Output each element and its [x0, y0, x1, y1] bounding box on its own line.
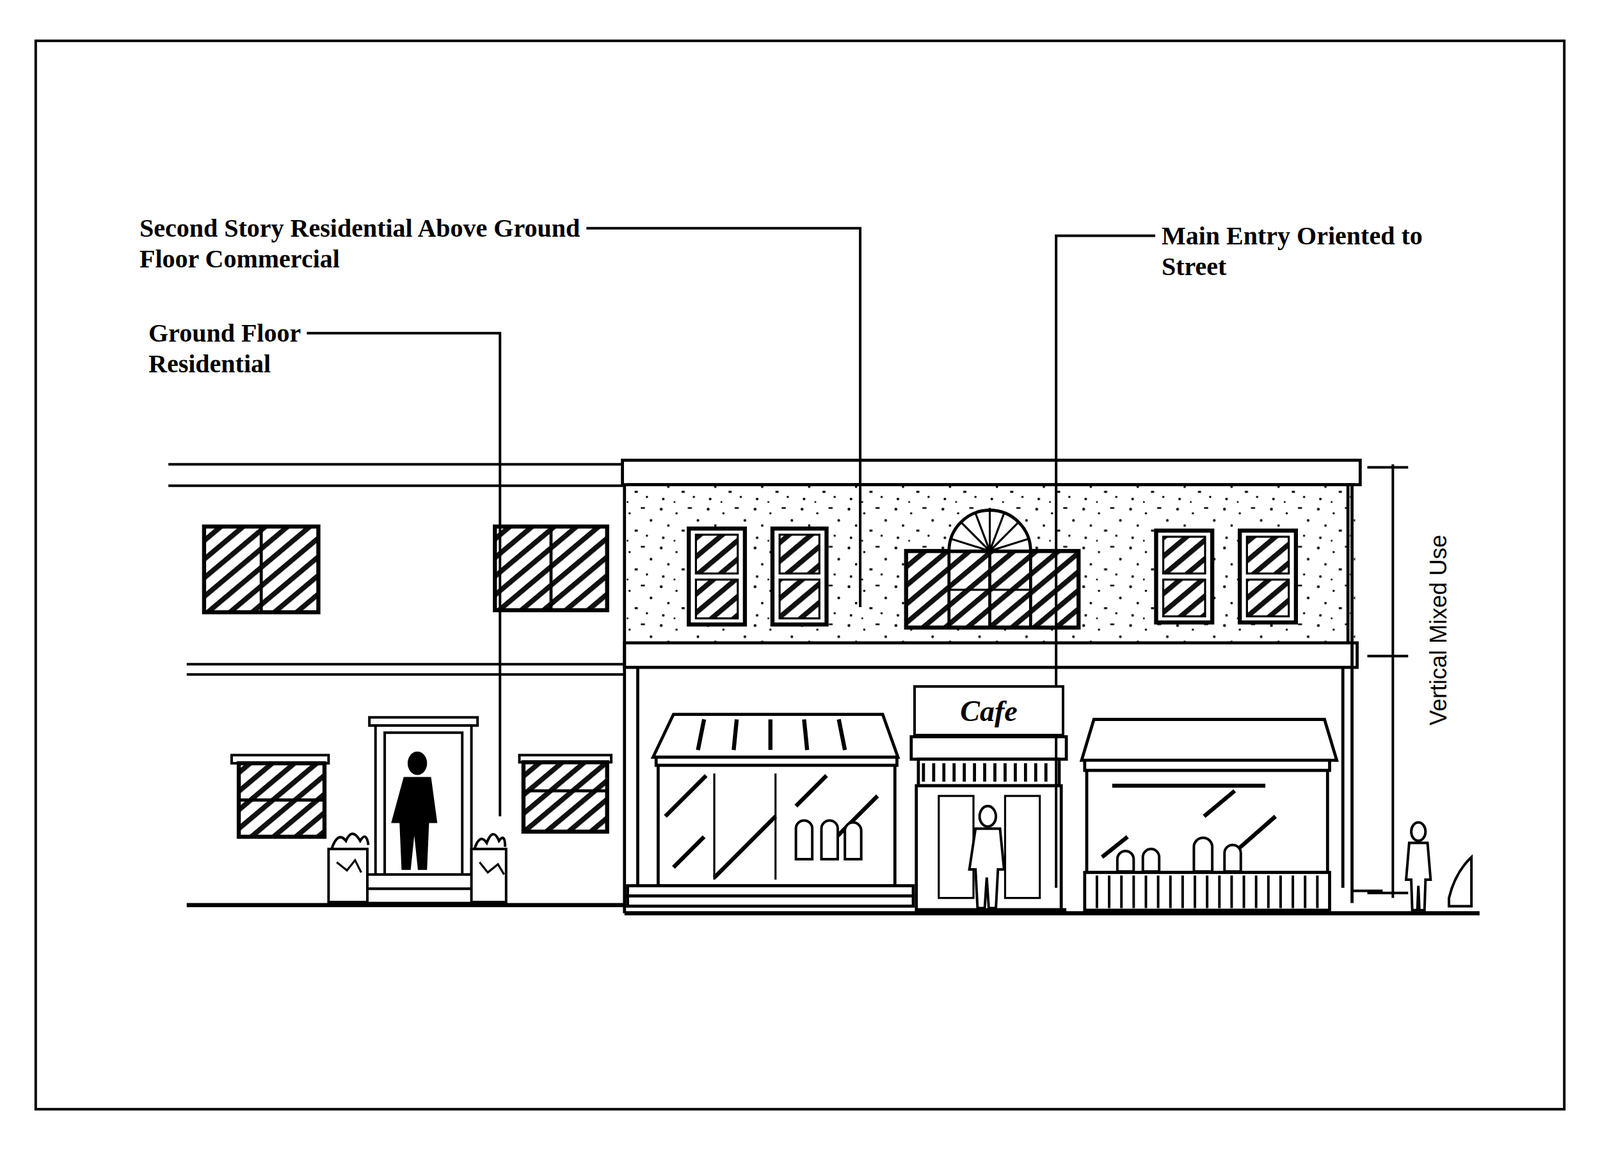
person-figure [391, 752, 437, 870]
frame [35, 40, 1565, 1110]
cafe-sign: Cafe [913, 685, 1065, 737]
leader-line [586, 228, 861, 608]
leader-line [306, 333, 500, 817]
car-fragment [1448, 857, 1472, 907]
dimension-label: Vertical Mixed Use [1425, 532, 1453, 729]
callout-label: Main Entry Oriented to Street [1161, 220, 1469, 283]
callout-label: Ground Floor Residential [148, 318, 341, 380]
leader-line [1056, 236, 1156, 889]
person-figure [1406, 823, 1431, 911]
mixed-use-building [622, 460, 1480, 914]
dimension-line [1367, 464, 1408, 899]
left-building [168, 464, 625, 906]
sign-text: Cafe [960, 694, 1017, 729]
callout-label: Second Story Residential Above Ground Fl… [139, 213, 626, 275]
person-figure [969, 806, 1005, 909]
